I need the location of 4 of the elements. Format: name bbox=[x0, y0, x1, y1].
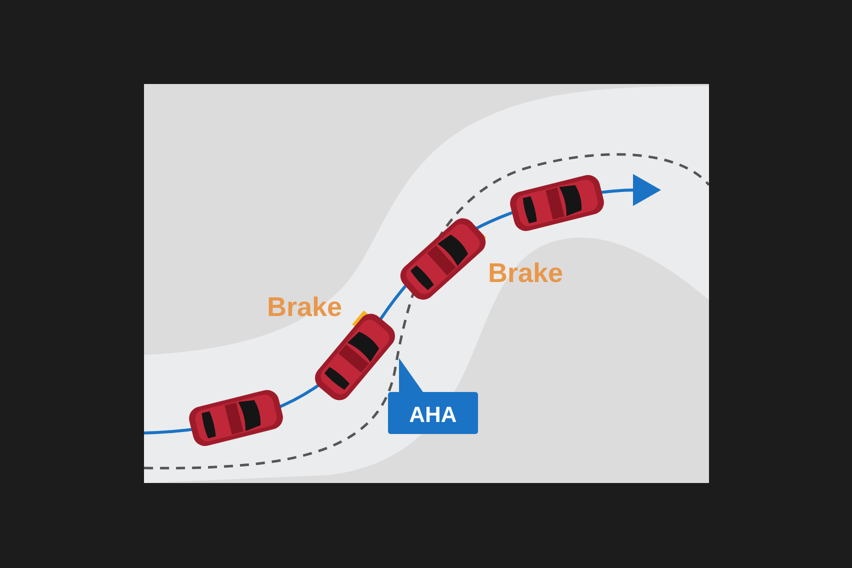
callout-text: AHA bbox=[408, 401, 458, 429]
callout-box bbox=[387, 358, 479, 434]
brake-label: Brake bbox=[488, 258, 564, 288]
brake-label: Brake bbox=[267, 292, 342, 322]
